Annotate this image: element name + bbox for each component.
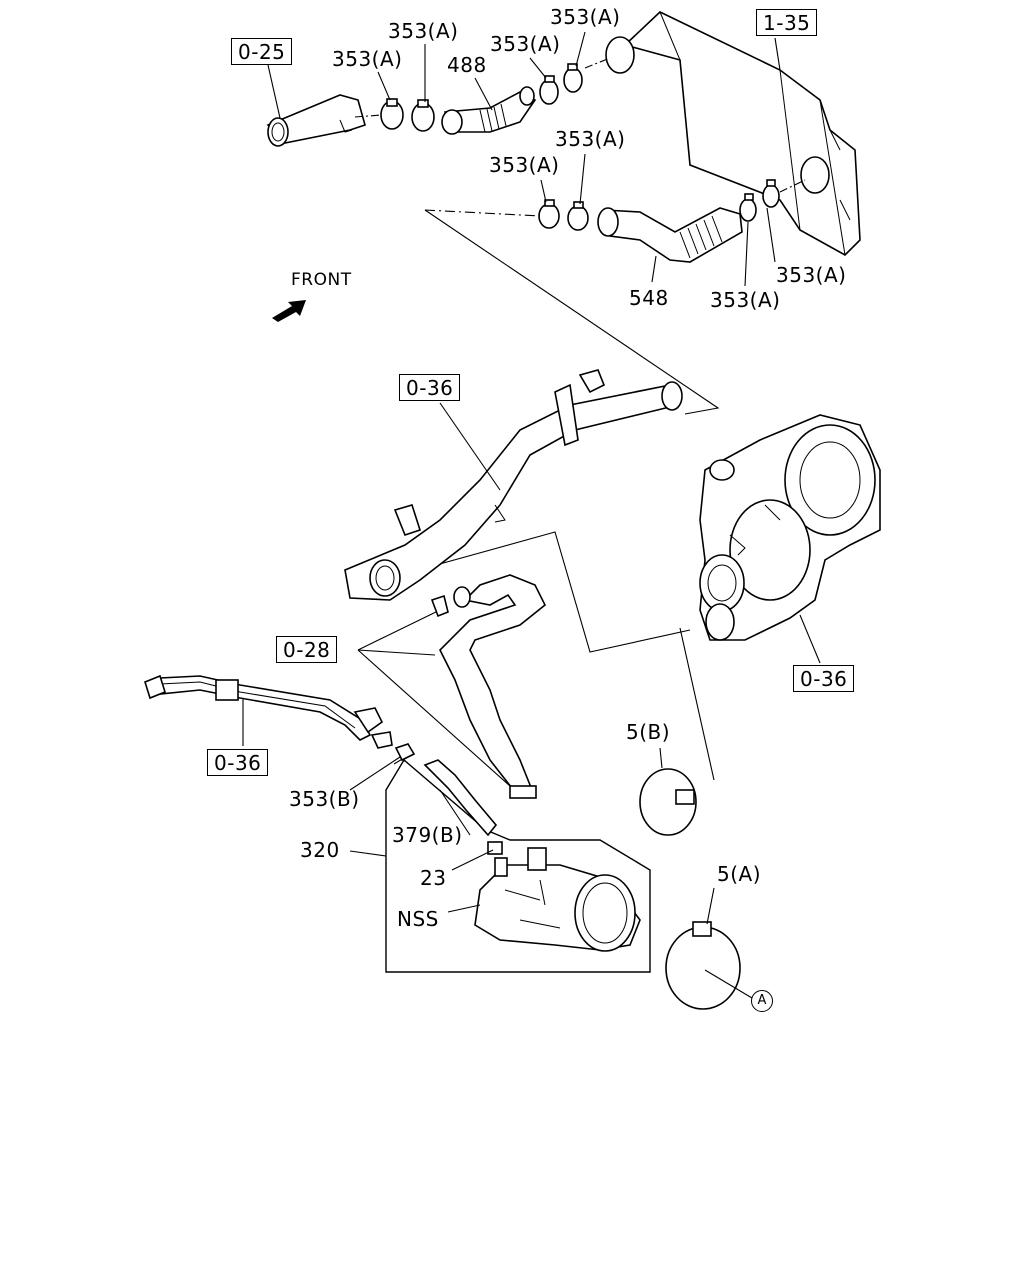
label-353a-5: 353(A)	[555, 127, 626, 151]
pipe-0-25	[266, 94, 366, 147]
hose-488	[441, 86, 537, 135]
clamp-5b	[639, 768, 697, 836]
ref-1-35: 1-35	[756, 9, 818, 36]
hose-379b	[423, 759, 498, 837]
pipe-0-36-upper	[344, 369, 683, 601]
turbocharger	[699, 414, 881, 641]
label-23: 23	[420, 866, 447, 890]
ref-0-36-lines: 0-36	[207, 749, 269, 776]
pipes-0-36-lower	[144, 674, 393, 749]
hose-0-28	[430, 574, 547, 799]
callout-a-circle: A	[751, 990, 773, 1012]
label-353a-2: 353(A)	[388, 19, 459, 43]
clamp-5a	[665, 921, 741, 1010]
ref-0-36-turbo: 0-36	[793, 665, 855, 692]
label-nss: NSS	[397, 907, 439, 931]
clamp-353b	[394, 743, 416, 762]
top-clamps	[380, 63, 583, 132]
label-548: 548	[629, 286, 669, 310]
guide-lines	[354, 57, 806, 796]
label-5a: 5(A)	[717, 862, 762, 886]
label-353a-8: 353(A)	[710, 288, 781, 312]
label-353a-7: 353(A)	[776, 263, 847, 287]
label-320: 320	[300, 838, 340, 862]
leader-lines	[242, 31, 821, 999]
assembly-320-box	[385, 758, 651, 973]
ref-0-25: 0-25	[231, 38, 293, 65]
label-353a-4: 353(A)	[550, 5, 621, 29]
hose-548	[597, 207, 743, 263]
label-353a-1: 353(A)	[332, 47, 403, 71]
front-label: FRONT	[291, 270, 352, 290]
label-353b: 353(B)	[289, 787, 360, 811]
label-379b: 379(B)	[392, 823, 463, 847]
fitting-23	[487, 841, 503, 855]
ref-0-28: 0-28	[276, 636, 338, 663]
label-353a-3: 353(A)	[490, 32, 561, 56]
ref-0-36-pipe: 0-36	[399, 374, 461, 401]
front-arrow-icon	[272, 300, 306, 322]
intake-duct	[474, 847, 641, 952]
label-5b: 5(B)	[626, 720, 671, 744]
label-488: 488	[447, 53, 487, 77]
label-353a-6: 353(A)	[489, 153, 560, 177]
mid-clamps	[538, 179, 780, 231]
